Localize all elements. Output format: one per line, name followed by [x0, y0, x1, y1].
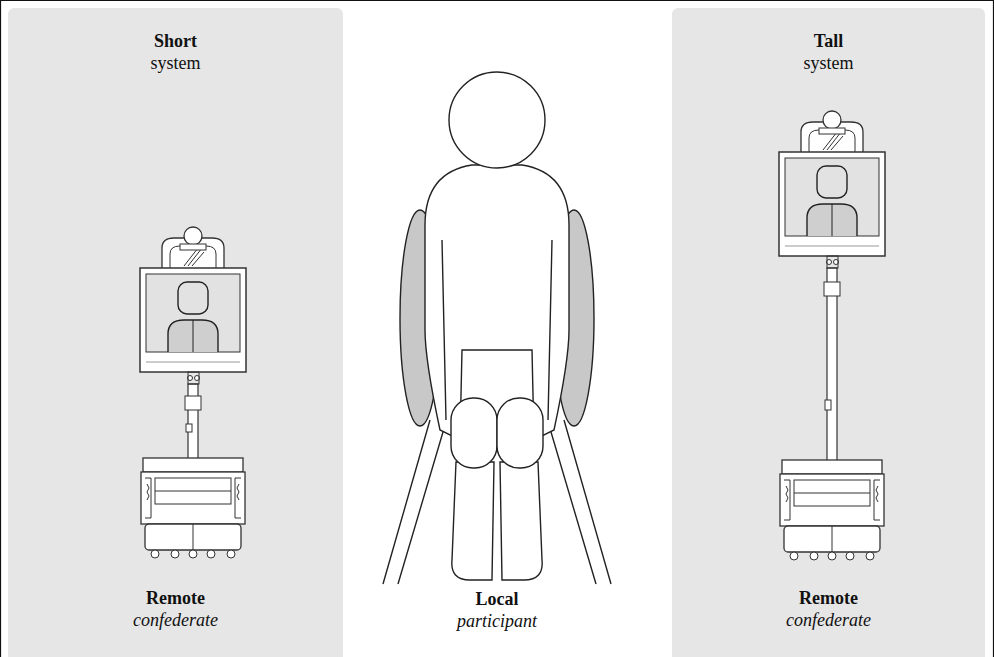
role-label: Remote: [799, 587, 858, 609]
role-type: confederate: [133, 609, 218, 631]
participant-caption: Localparticipant: [397, 588, 597, 632]
system-word: system: [803, 52, 853, 74]
system-size: Short: [154, 30, 197, 52]
role-label: Local: [476, 588, 519, 610]
role-type: confederate: [786, 609, 871, 631]
system-size: Tall: [814, 30, 843, 52]
seated-person: [383, 72, 611, 584]
role-type: participant: [457, 610, 537, 632]
system-word: system: [150, 52, 200, 74]
role-label: Remote: [146, 587, 205, 609]
